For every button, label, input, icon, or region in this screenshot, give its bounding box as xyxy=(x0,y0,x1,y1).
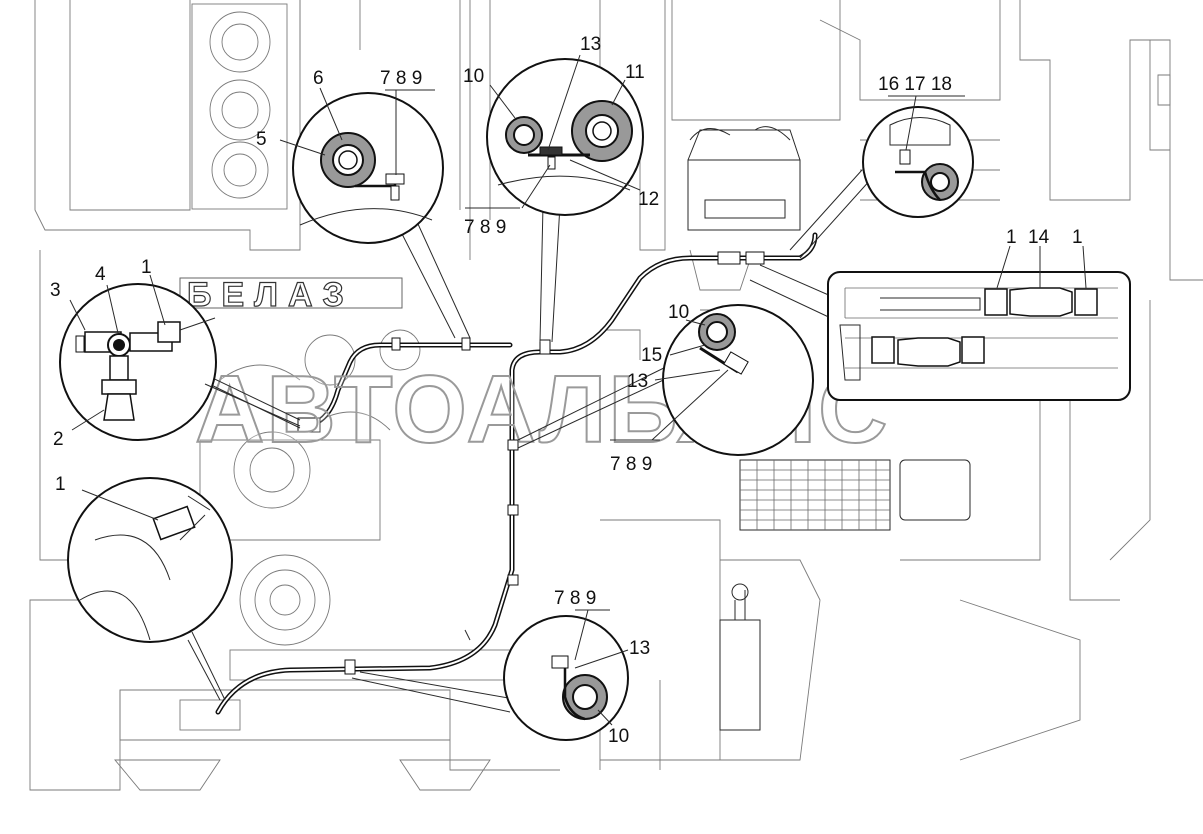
callout-fitting: 3 4 1 2 xyxy=(50,257,217,450)
callout-lower-left: 1 xyxy=(55,474,233,643)
grille-lines xyxy=(740,460,890,530)
label-10-bottom: 10 xyxy=(608,726,629,747)
label-12: 12 xyxy=(638,189,659,210)
label-2: 2 xyxy=(53,429,64,450)
label-1-lower-left: 1 xyxy=(55,474,66,495)
label-1-joint-left: 1 xyxy=(1006,227,1017,248)
label-13-center: 13 xyxy=(627,371,648,392)
callout-center: 10 15 13 7 8 9 xyxy=(610,302,814,475)
label-4: 4 xyxy=(95,264,106,285)
label-10-top: 10 xyxy=(463,66,484,87)
label-group-16-17-18: 16 17 18 xyxy=(878,74,952,95)
callout-right-clamp: 16 17 18 xyxy=(862,74,974,218)
label-11: 11 xyxy=(625,62,645,83)
label-1-joint-right: 1 xyxy=(1072,227,1083,248)
label-fasteners-bottom: 7 8 9 xyxy=(554,588,596,609)
label-13-bottom: 13 xyxy=(629,638,650,659)
brand-plate: БЕЛАЗ xyxy=(179,275,403,315)
label-15: 15 xyxy=(641,345,662,366)
callout-double-pipe: 13 10 11 12 7 8 9 xyxy=(463,34,659,238)
callout-bottom: 7 8 9 13 10 xyxy=(503,588,650,747)
leader-lines xyxy=(187,169,873,713)
callout-insulated-pipe: 5 6 7 8 9 xyxy=(256,68,444,244)
label-10-center: 10 xyxy=(668,302,689,323)
label-14: 14 xyxy=(1028,227,1050,248)
label-13-top: 13 xyxy=(580,34,601,55)
label-5: 5 xyxy=(256,129,267,150)
label-fasteners-center: 7 8 9 xyxy=(610,454,652,475)
machine-background xyxy=(29,0,1203,791)
brand-plate-text: БЕЛАЗ xyxy=(187,276,354,314)
label-6: 6 xyxy=(313,68,324,89)
leader-fitting xyxy=(204,383,301,427)
label-fasteners-top-left: 7 8 9 xyxy=(380,68,422,89)
label-3: 3 xyxy=(50,280,61,301)
pipe-route xyxy=(215,232,818,715)
callout-hose-joint: 1 14 1 xyxy=(827,227,1131,401)
label-fasteners-top-mid: 7 8 9 xyxy=(464,217,506,238)
label-1-fitting: 1 xyxy=(141,257,152,278)
